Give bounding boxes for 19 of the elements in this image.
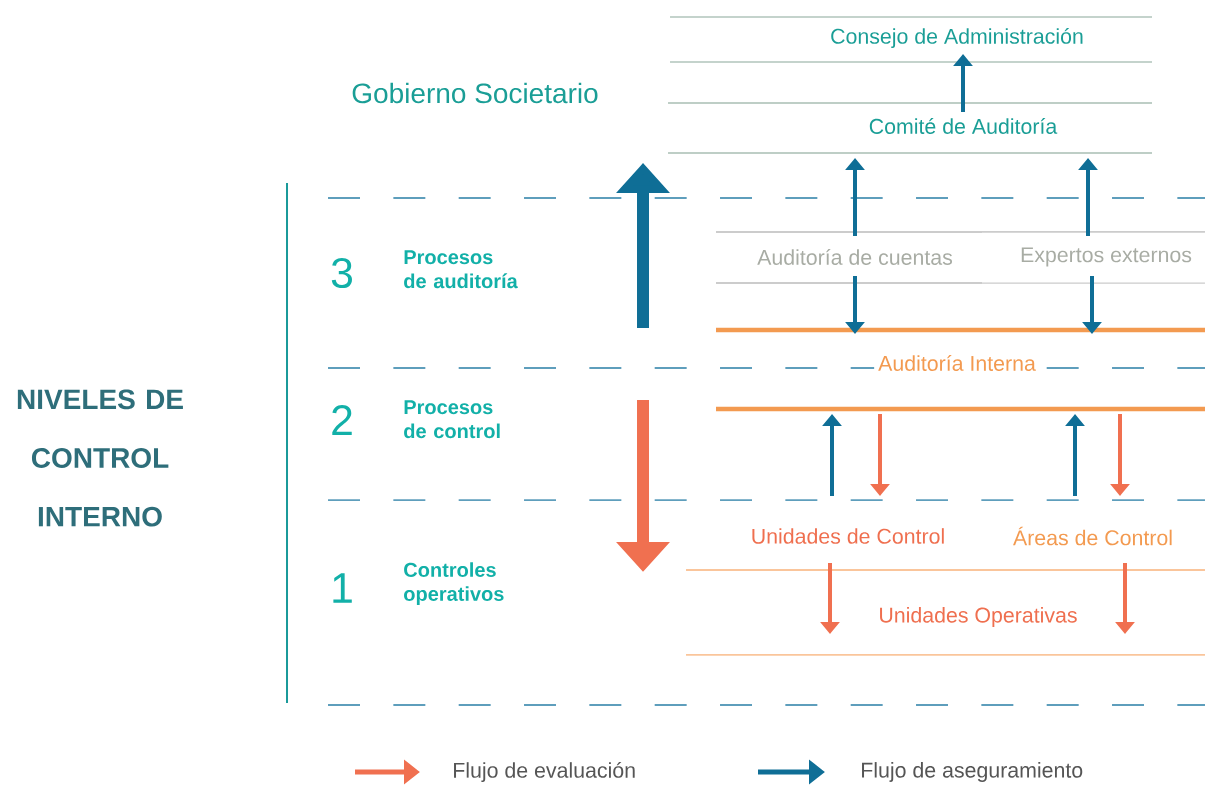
band-box: Auditoría Interna bbox=[716, 327, 1205, 412]
level-heading: Controles operativos bbox=[404, 562, 504, 605]
band-box: Consejo de Administración bbox=[669, 16, 1153, 63]
side-title: NIVELES DE CONTROL INTERNO bbox=[17, 389, 183, 527]
legend-text: Flujo de aseguramiento bbox=[862, 762, 1083, 782]
band-box: Expertos externos bbox=[981, 231, 1205, 284]
node-label: Auditoría Interna bbox=[878, 355, 1036, 371]
legend-text: Flujo de evaluación bbox=[454, 761, 635, 783]
level-heading: Procesos de auditoría bbox=[404, 250, 518, 289]
heading: Gobierno Societario bbox=[352, 82, 598, 104]
band-box: Auditoría de cuentas bbox=[715, 231, 983, 284]
level-number: 1 bbox=[333, 573, 352, 603]
level-number: 3 bbox=[331, 257, 352, 289]
level-number: 2 bbox=[332, 405, 352, 435]
band-box: Unidades Operativas bbox=[685, 569, 1205, 656]
band-box: Áreas de Control bbox=[1008, 522, 1178, 550]
band-box: Unidades de Control bbox=[746, 522, 950, 550]
band-box: Comité de Auditoría bbox=[667, 102, 1153, 154]
level-heading: Procesos de control bbox=[404, 400, 500, 439]
